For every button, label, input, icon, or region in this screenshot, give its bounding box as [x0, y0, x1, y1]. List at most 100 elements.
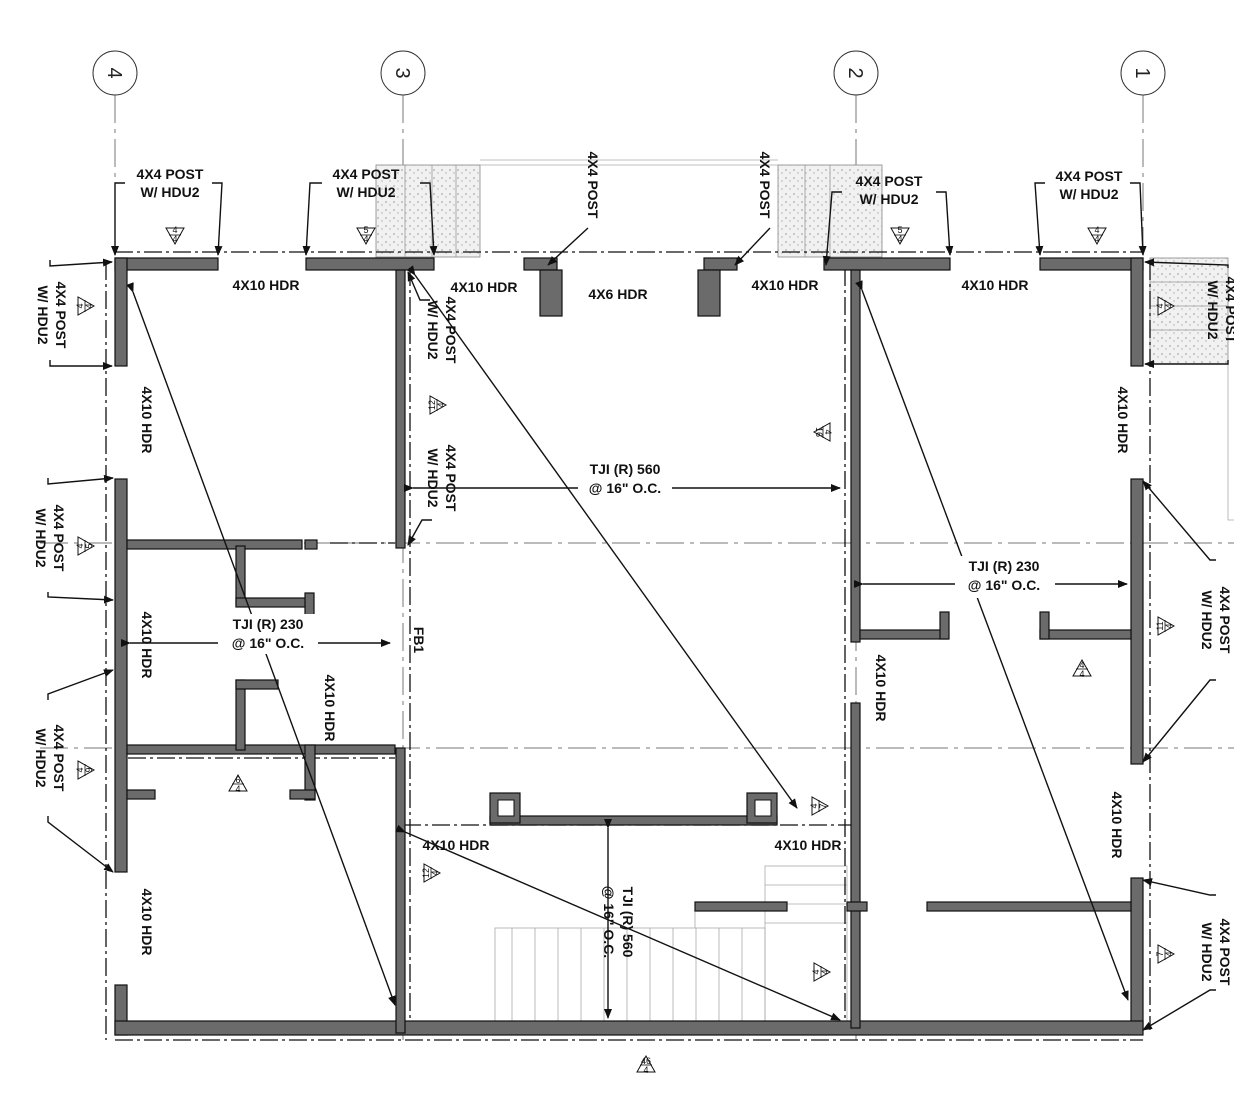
header-label: 4X10 HDR	[139, 612, 155, 679]
callout-line2: W/ HDU2	[425, 448, 441, 507]
joist-label-tji560-main: TJI (R) 560 @ 16" O.C.	[589, 461, 661, 496]
detail-tag-num: 4	[75, 543, 85, 548]
header-label: 4X10 HDR	[775, 837, 842, 853]
detail-tag-sheet: 4	[172, 234, 177, 244]
callout-line1: 4X4 POST	[51, 725, 67, 792]
callout-line2: W/ HDU2	[859, 191, 918, 207]
detail-tag-num: 4	[235, 784, 240, 794]
callout-post-top-3: 4X4 POST W/ HDU2	[856, 173, 923, 207]
callout-post-right-2: 4X4 POST W/ HDU2	[1199, 919, 1233, 986]
detail-tag-num: 4	[1079, 669, 1084, 679]
detail-tag-sheet: 4	[1164, 623, 1174, 628]
callout-line2: W/ HDU2	[1199, 922, 1215, 981]
header-label: 4X10 HDR	[423, 837, 490, 853]
callout-line2: W/ HDU2	[425, 300, 441, 359]
detail-tag-num: 4	[1155, 303, 1165, 308]
callout-post-right-1: 4X4 POST W/ HDU2	[1199, 587, 1233, 654]
callout-post-left-3: 4X4 POST W/ HDU2	[33, 725, 67, 792]
callout-post-single-1: 4X4 POST	[585, 152, 601, 219]
flush-beam-label: FB1	[411, 627, 427, 654]
grid-bubble-4: 4	[92, 50, 138, 96]
callout-line2: W/ HDU2	[33, 728, 49, 787]
detail-tag-num: 5	[897, 225, 902, 235]
detail-tag-sheet: 4	[897, 234, 902, 244]
callout-post-top-1: 4X4 POST W/ HDU2	[137, 166, 204, 200]
callout-line1: 4X4 POST	[1056, 168, 1123, 184]
callout-line2: W/ HDU2	[35, 285, 51, 344]
detail-tag-num: 5	[363, 225, 368, 235]
joist-label-tji560-stair: TJI (R) 560 @ 16" O.C.	[601, 886, 636, 958]
leader-lines	[47, 182, 1229, 1031]
detail-tag: 5 4	[890, 225, 910, 246]
joist-line2: @ 16" O.C.	[601, 886, 617, 958]
detail-tag: 4 9	[75, 760, 96, 780]
callout-line2: W/ HDU2	[33, 508, 49, 567]
callout-post-right-3: 4X4 POST W/ HDU2	[1205, 277, 1234, 344]
joist-line1: TJI (R) 230	[233, 616, 304, 632]
callout-post-top-2: 4X4 POST W/ HDU2	[333, 166, 400, 200]
detail-tag: 4 4	[75, 296, 96, 316]
header-label: 4X10 HDR	[1115, 387, 1131, 454]
detail-tag-sheet: 7	[818, 803, 828, 808]
detail-tag-num: 4	[823, 429, 833, 434]
detail-tag-sheet: 46	[641, 1056, 651, 1066]
detail-tag-sheet: 4	[1079, 660, 1084, 670]
grid-bubble-3: 3	[380, 50, 426, 96]
joist-line1: TJI (R) 560	[590, 461, 661, 477]
detail-tag-sheet: 4	[1164, 951, 1174, 956]
callout-post-single-2: 4X4 POST	[757, 152, 773, 219]
detail-tag-sheet: 6	[235, 775, 240, 785]
detail-tag-num: 12	[427, 400, 437, 410]
joist-line1: TJI (R) 230	[969, 558, 1040, 574]
grid-label: 3	[391, 67, 413, 78]
callout-line1: 4X4 POST	[333, 166, 400, 182]
detail-tag-num: 4	[643, 1065, 648, 1075]
wall-openings	[497, 799, 772, 817]
header-label: 4X10 HDR	[233, 277, 300, 293]
label-backgrounds	[218, 458, 1055, 654]
callout-post-left-1: 4X4 POST W/ HDU2	[35, 282, 69, 349]
detail-tag-sheet: 9	[84, 767, 94, 772]
joist-line1: TJI (R) 560	[620, 887, 636, 958]
callout-line2: W/ HDU2	[1199, 590, 1215, 649]
detail-tag-num: 4	[75, 303, 85, 308]
detail-tag: 4 7	[809, 796, 830, 816]
detail-tag-sheet: 16	[814, 427, 824, 437]
detail-tag-num: 4	[809, 803, 819, 808]
detail-tag-sheet: 5	[84, 543, 94, 548]
detail-tag: 12 4	[421, 863, 442, 883]
callout-post-top-4: 4X4 POST W/ HDU2	[1056, 168, 1123, 202]
detail-tag: 4 6	[228, 773, 248, 794]
detail-tag-num: 4	[1094, 225, 1099, 235]
callout-line1: 4X4 POST	[1223, 277, 1234, 344]
detail-tag: 4 4	[811, 962, 832, 982]
detail-tag-sheet: 4	[1094, 234, 1099, 244]
grid-bubble-1: 1	[1120, 50, 1166, 96]
header-label: 4X10 HDR	[752, 277, 819, 293]
callout-line1: 4X4 POST	[137, 166, 204, 182]
detail-tag: 7 4	[1155, 944, 1176, 964]
callout-line1: 4X4 POST	[443, 445, 459, 512]
detail-tag-sheet: 4	[430, 870, 440, 875]
detail-tag-sheet: 4	[84, 303, 94, 308]
grid-label: 4	[103, 67, 125, 78]
detail-tag: 4 46	[636, 1054, 656, 1075]
detail-tag-num: 7	[1155, 951, 1165, 956]
detail-tag-num: 4	[811, 969, 821, 974]
callout-line1: 4X4 POST	[1217, 919, 1233, 986]
detail-tag-sheet: 4	[820, 969, 830, 974]
header-label: 4X10 HDR	[962, 277, 1029, 293]
detail-tag-sheet: 4	[1164, 303, 1174, 308]
callout-line2: W/ HDU2	[336, 184, 395, 200]
header-label-4x6: 4X6 HDR	[588, 286, 647, 302]
header-label: 4X10 HDR	[1109, 792, 1125, 859]
callout-line2: W/ HDU2	[1059, 186, 1118, 202]
callout-post-interior-1: 4X4 POST W/ HDU2	[425, 297, 459, 364]
callout-line1: 4X4 POST	[53, 282, 69, 349]
header-label: 4X10 HDR	[873, 655, 889, 722]
detail-tag-sheet: 4	[363, 234, 368, 244]
detail-tag: 5 4	[356, 225, 376, 246]
detail-tag: 4 5	[75, 536, 96, 556]
callout-line1: 4X4 POST	[856, 173, 923, 189]
